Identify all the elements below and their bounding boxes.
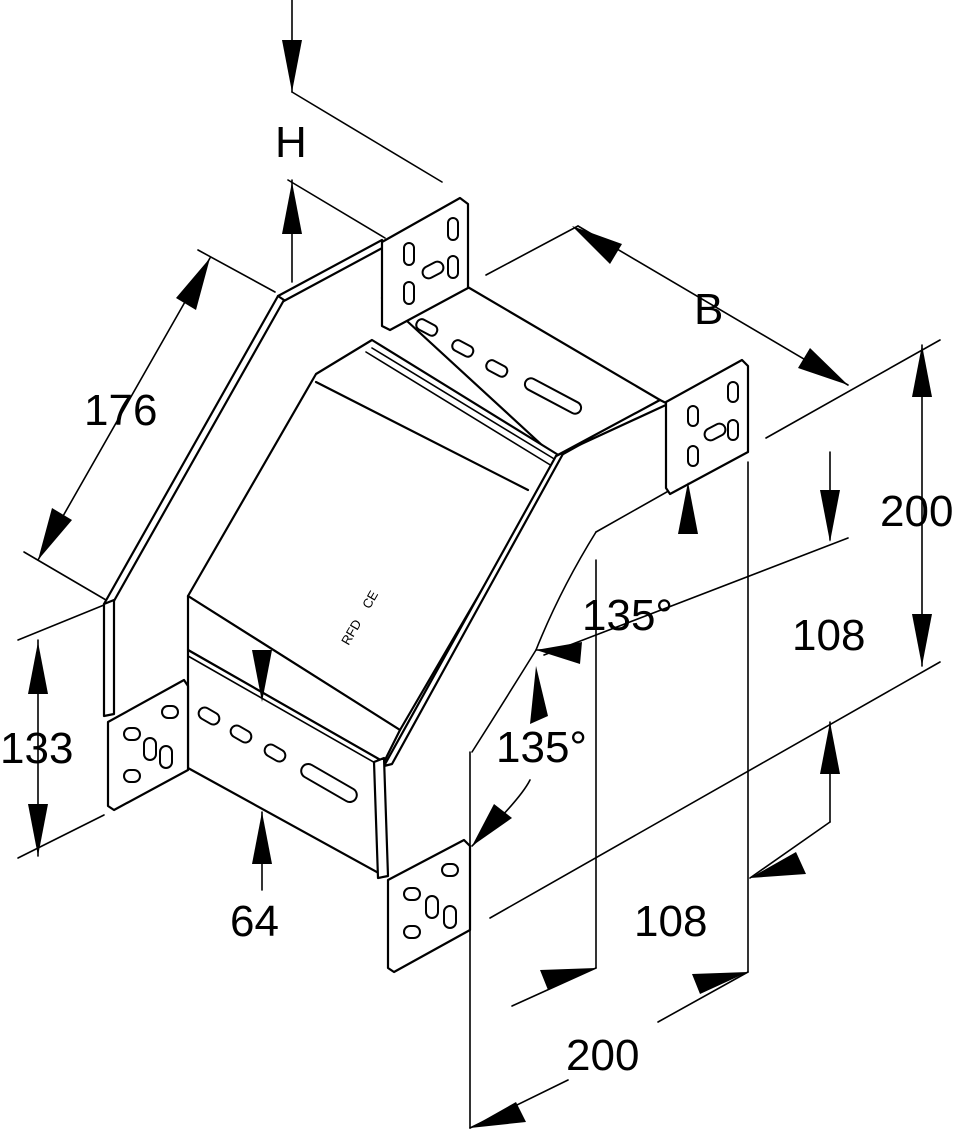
- connector-plate-upper-left: [380, 196, 470, 332]
- connector-plate-lower-left: [106, 678, 190, 812]
- dim-label-176: 176: [84, 386, 157, 435]
- angle-label-lower: 135°: [496, 723, 587, 772]
- connector-plate-upper-right: [664, 358, 750, 496]
- dim-label-200-bottom: 200: [566, 1031, 639, 1080]
- dim-label-133: 133: [0, 724, 73, 773]
- dimension-arrows: [28, 40, 932, 1128]
- dim-label-108-bottom: 108: [634, 897, 707, 946]
- dimension-labels: H B 176 133 64 200 108 135° 135° 108 200: [0, 118, 953, 1080]
- dim-label-108-right: 108: [792, 611, 865, 660]
- dim-label-h: H: [275, 118, 307, 167]
- dim-label-b: B: [694, 285, 723, 334]
- angle-label-upper: 135°: [582, 591, 673, 640]
- connector-plate-lower-right: [386, 838, 472, 974]
- dim-label-200-right: 200: [880, 487, 953, 536]
- tray-body: [102, 238, 670, 880]
- dim-label-64: 64: [230, 897, 279, 946]
